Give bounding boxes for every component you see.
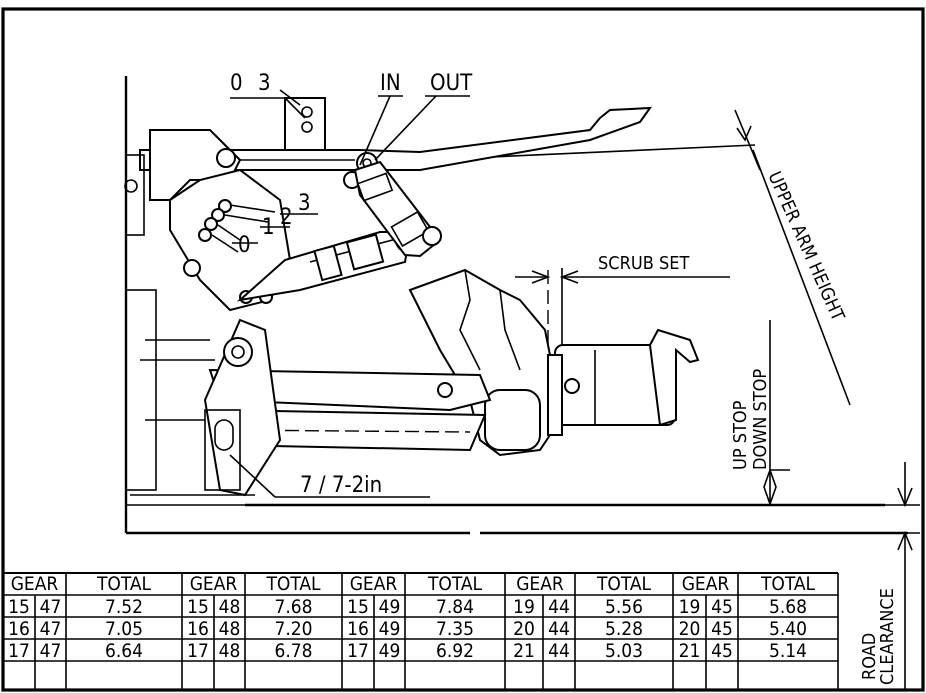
table-header-gear: GEAR [350,573,398,595]
table-cell-gear-b: 45 [711,596,733,618]
table-cell-gear-a: 17 [187,640,209,662]
down-stop-label: DOWN STOP [750,369,771,470]
table-cell-gear-b: 48 [219,640,241,662]
in-label: IN [380,71,401,96]
table-header-gear: GEAR [11,573,59,595]
knuckle [408,268,562,457]
table-cell-gear-b: 47 [40,596,62,618]
table-header-gear: GEAR [190,573,238,595]
table-cell-total: 7.68 [274,596,312,618]
table-cell-total: 5.56 [605,596,643,618]
table-cell-gear-a: 19 [513,596,535,618]
up-down-stop-dimension [763,320,790,507]
table-cell-gear-b: 45 [711,640,733,662]
table-cell-gear-a: 16 [347,618,369,640]
camber-hole-0-label: 0 [230,71,243,96]
position-0-label: 0 [238,233,251,258]
table-cell-gear-b: 47 [40,640,62,662]
table-cell-gear-b: 45 [711,618,733,640]
scrub-set-label: SCRUB SET [598,253,689,274]
bell-crank [124,129,292,312]
table-cell-gear-a: 20 [679,618,701,640]
table-cell-total: 7.05 [105,618,143,640]
table-cell-gear-b: 48 [219,618,241,640]
table-cell-gear-a: 17 [347,640,369,662]
table-header-gear: GEAR [516,573,564,595]
table-cell-total: 7.20 [274,618,312,640]
position-2-label: 2 [280,205,293,230]
table-cell-gear-a: 21 [513,640,535,662]
table-cell-total: 5.03 [605,640,643,662]
table-header-total: TOTAL [596,573,652,595]
table-cell-gear-b: 49 [379,596,401,618]
table-cell-gear-a: 17 [8,640,30,662]
table-cell-total: 7.35 [436,618,474,640]
table-cell-total: 5.28 [605,618,643,640]
table-cell-total: 5.14 [769,640,807,662]
damper [236,227,421,302]
table-cell-gear-b: 44 [548,640,570,662]
table-cell-gear-a: 19 [679,596,701,618]
road-label: ROAD [859,633,880,680]
road-clearance-dimension [885,462,920,690]
in-out-leaders [359,95,470,166]
table-cell-total: 5.68 [769,596,807,618]
table-cell-total: 6.64 [105,640,143,662]
table-cell-gear-b: 44 [548,618,570,640]
up-stop-label: UP STOP [730,400,751,470]
angle-label: 7 / 7-2in [300,473,382,498]
table-cell-gear-a: 15 [187,596,209,618]
outer-border [1,7,925,692]
table-cell-gear-b: 48 [219,596,241,618]
position-leaders [232,213,318,244]
angle-leader [229,454,430,498]
table-cell-total: 5.40 [769,618,807,640]
table-cell-gear-a: 20 [513,618,535,640]
table-cell-gear-b: 49 [379,640,401,662]
table-cell-gear-a: 16 [187,618,209,640]
lower-arm [125,289,492,497]
table-cell-gear-a: 15 [347,596,369,618]
table-cell-total: 6.78 [274,640,312,662]
camber-mount [230,89,326,151]
position-1-label: 1 [262,215,275,240]
table-header-total: TOTAL [265,573,321,595]
gear-ratio-table: GEAR TOTAL GEAR TOTAL GEAR TOTAL GEAR TOTAL GEAR… [2,572,839,690]
upright-link [353,160,442,258]
table-cell-gear-a: 15 [8,596,30,618]
table-header-total: TOTAL [760,573,816,595]
table-header-total: TOTAL [96,573,152,595]
table-cell-total: 7.84 [436,596,474,618]
upper-arm-height-label: UPPER ARM HEIGHT [763,168,848,324]
table-cell-gear-a: 16 [8,618,30,640]
out-label: OUT [430,71,473,96]
table-cell-total: 7.52 [105,596,143,618]
axle [547,328,700,436]
table-cell-gear-a: 21 [679,640,701,662]
table-cell-gear-b: 47 [40,618,62,640]
table-cell-total: 6.92 [436,640,474,662]
position-3-label: 3 [298,191,311,216]
table-header-total: TOTAL [427,573,483,595]
table-cell-gear-b: 49 [379,618,401,640]
table-cell-gear-b: 44 [548,596,570,618]
camber-hole-3-label: 3 [258,71,271,96]
clearance-label: CLEARANCE [877,588,898,685]
table-header-gear: GEAR [682,573,730,595]
